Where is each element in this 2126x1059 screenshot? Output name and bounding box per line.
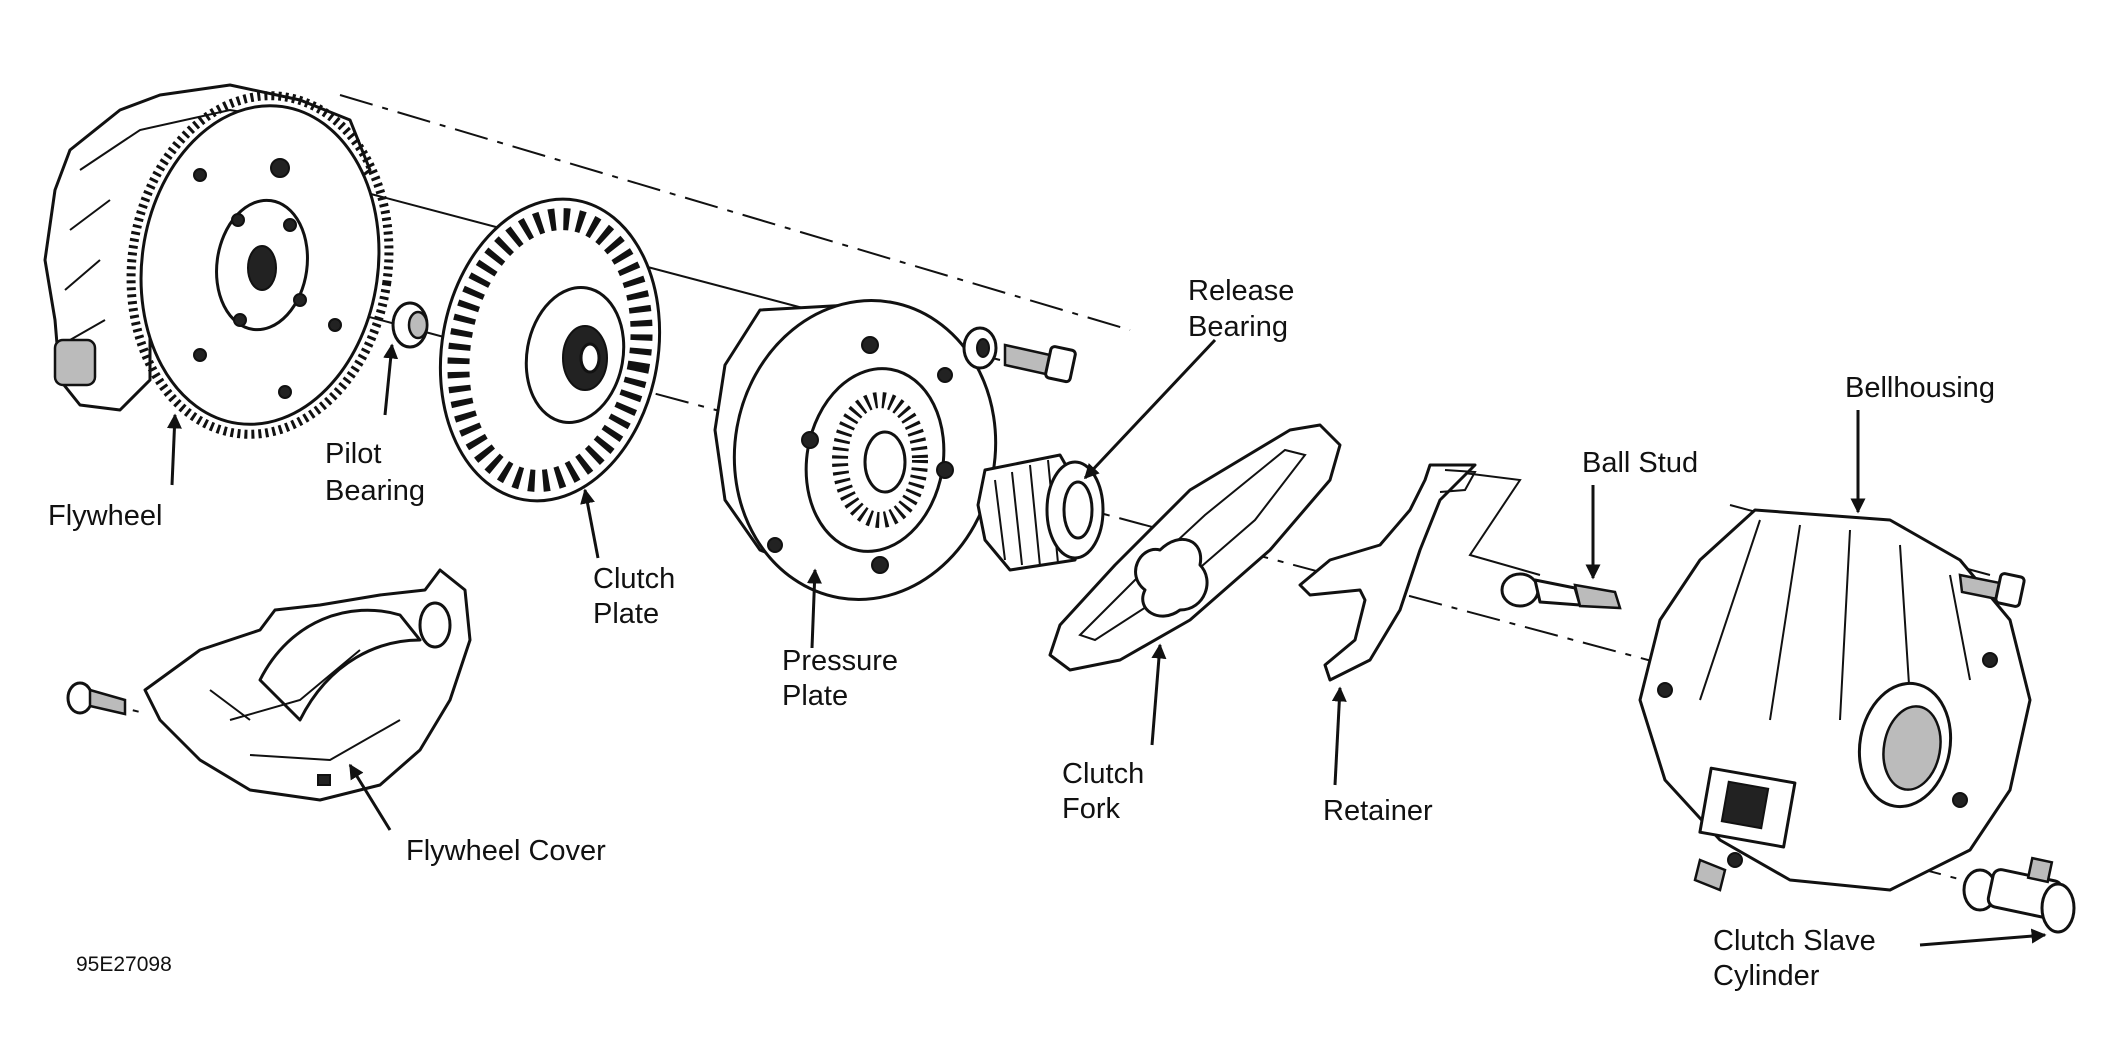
flywheel	[126, 91, 394, 439]
flywheel-cover-bolt	[66, 681, 127, 716]
label-bellhousing: Bellhousing	[1845, 372, 1995, 404]
label-release-bearing-line1: Release	[1188, 275, 1294, 307]
clutch-slave-cylinder	[1962, 856, 2076, 934]
label-clutch-plate-line1: Clutch	[593, 563, 675, 595]
label-flywheel-cover: Flywheel Cover	[406, 835, 606, 867]
label-clutch-plate-line2: Plate	[593, 598, 659, 630]
label-clutch-slave-cylinder-line1: Clutch Slave	[1713, 925, 1876, 957]
clutch-plate	[438, 197, 662, 503]
label-clutch-fork-line1: Clutch	[1062, 758, 1144, 790]
label-pressure-plate-line2: Plate	[782, 680, 848, 712]
clutch-fork	[1048, 423, 1342, 672]
label-release-bearing-line2: Bearing	[1188, 311, 1288, 343]
part-labels: Flywheel Pilot Bearing Clutch Plate Pres…	[48, 275, 1995, 992]
release-bearing	[976, 453, 1105, 572]
label-clutch-fork-line2: Fork	[1062, 793, 1121, 825]
label-pilot-bearing-line2: Bearing	[325, 475, 425, 507]
pressure-plate	[713, 299, 998, 601]
flywheel-cover	[143, 568, 472, 802]
label-retainer: Retainer	[1323, 795, 1433, 827]
ball-stud	[1500, 572, 1622, 610]
leader-arrows	[166, 338, 2047, 947]
label-pilot-bearing-line1: Pilot	[325, 438, 381, 470]
pilot-bearing	[391, 301, 429, 349]
label-flywheel: Flywheel	[48, 500, 162, 532]
label-pressure-plate-line1: Pressure	[782, 645, 898, 677]
pressure-plate-bolt	[962, 326, 1077, 384]
retainer	[1298, 463, 1477, 682]
bellhousing	[1638, 508, 2032, 892]
label-ball-stud: Ball Stud	[1582, 447, 1698, 479]
figure-code: 95E27098	[76, 953, 172, 976]
label-clutch-slave-cylinder-line2: Cylinder	[1713, 960, 1820, 992]
bellhousing-bolt	[1958, 572, 2026, 608]
